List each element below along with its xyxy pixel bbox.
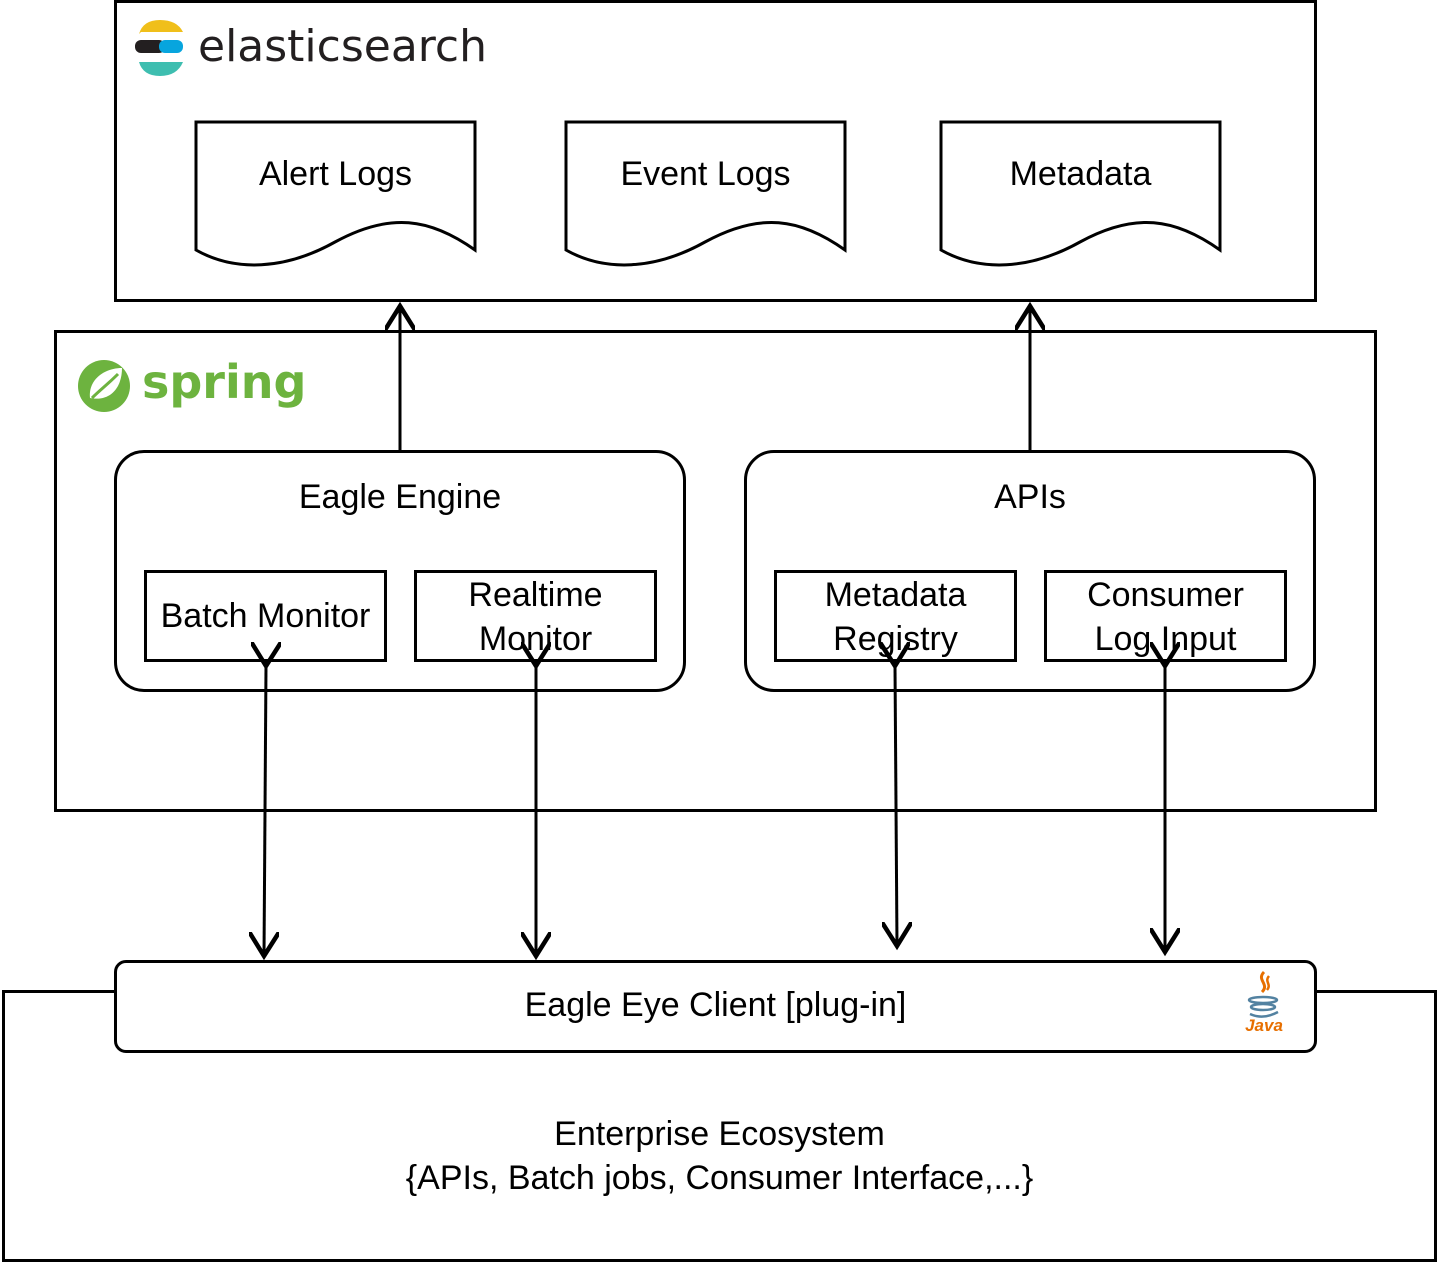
elasticsearch-logo-icon (135, 20, 183, 76)
spring-logo (76, 358, 132, 414)
consumer-log-input-label: Consumer Log Input (1087, 576, 1244, 658)
metadata-label: Metadata (1009, 155, 1152, 193)
enterprise-ecosystem-title: Enterprise Ecosystem (554, 1115, 885, 1153)
elasticsearch-logo (133, 18, 187, 78)
realtime-monitor-label: Realtime Monitor (468, 576, 603, 658)
enterprise-ecosystem-subtitle: {APIs, Batch jobs, Consumer Interface,..… (405, 1159, 1034, 1197)
elasticsearch-wordmark: elasticsearch (198, 21, 488, 72)
spring-leaf-icon (78, 360, 130, 412)
metadata-registry-label: Metadata Registry (824, 576, 967, 658)
consumer-log-input-box: Consumer Log Input (1044, 570, 1287, 662)
eagle-eye-client-label: Eagle Eye Client [plug-in] (524, 986, 907, 1024)
event-logs-label: Event Logs (620, 155, 791, 193)
spring-wordmark: spring (142, 355, 307, 409)
realtime-monitor-box: Realtime Monitor (414, 570, 657, 662)
batch-monitor-label: Batch Monitor (160, 597, 371, 635)
eagle-eye-client-box: Eagle Eye Client [plug-in] (114, 960, 1317, 1053)
java-cup-icon (1247, 970, 1279, 1018)
java-badge-text: Java (1245, 1016, 1283, 1035)
alert-logs-label: Alert Logs (258, 155, 413, 193)
apis-title: APIs (994, 478, 1066, 516)
java-logo: Java (1242, 970, 1286, 1040)
batch-monitor-box: Batch Monitor (144, 570, 387, 662)
metadata-registry-box: Metadata Registry (774, 570, 1017, 662)
eagle-engine-title: Eagle Engine (298, 478, 502, 516)
